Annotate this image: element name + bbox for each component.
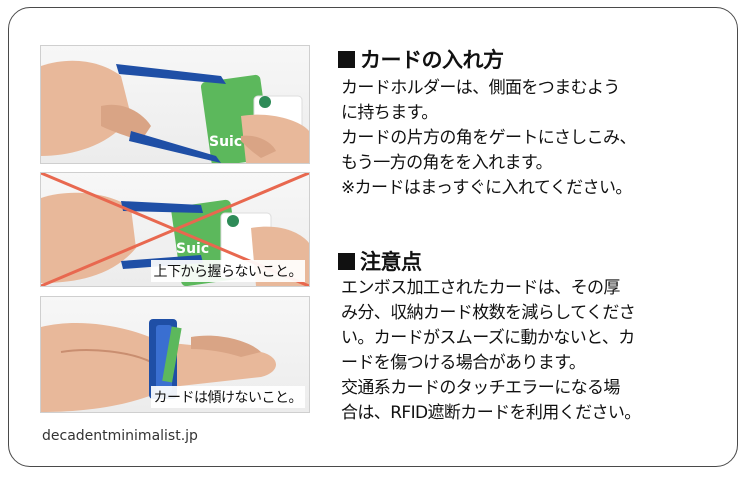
- insert-title-text: カードの入れ方: [360, 48, 504, 72]
- insert-section-title: カードの入れ方: [338, 44, 504, 74]
- photo-no-tilt: カードは傾けないこと。: [40, 296, 310, 413]
- insert-section-body: カードホルダーは、側面をつまむよう に持ちます。 カードの片方の角をゲートにさし…: [341, 78, 636, 198]
- cross-line: [41, 173, 309, 286]
- photo-correct-grip: Suic: [40, 45, 310, 164]
- photo-wrong-grip: Suic 上下から握らないこと。: [40, 172, 310, 287]
- square-bullet-icon: [338, 51, 355, 68]
- site-url: decadentminimalist.jp: [42, 428, 198, 444]
- photo-no-tilt-illustration: [41, 319, 276, 412]
- caution-title-text: 注意点: [360, 250, 422, 274]
- card-label: Suic: [176, 241, 209, 257]
- caution-section-title: 注意点: [338, 246, 422, 276]
- photo-correct-grip-illustration: Suic: [41, 60, 309, 163]
- caution-section-body: エンボス加工されたカードは、その厚 み分、収納カード枚数を減らしてくださ い。カ…: [341, 278, 641, 423]
- no-tilt-caption: カードは傾けないこと。: [150, 386, 305, 408]
- wrong-grip-caption: 上下から握らないこと。: [150, 260, 305, 282]
- square-bullet-icon: [338, 253, 355, 270]
- card-label: Suic: [209, 134, 242, 150]
